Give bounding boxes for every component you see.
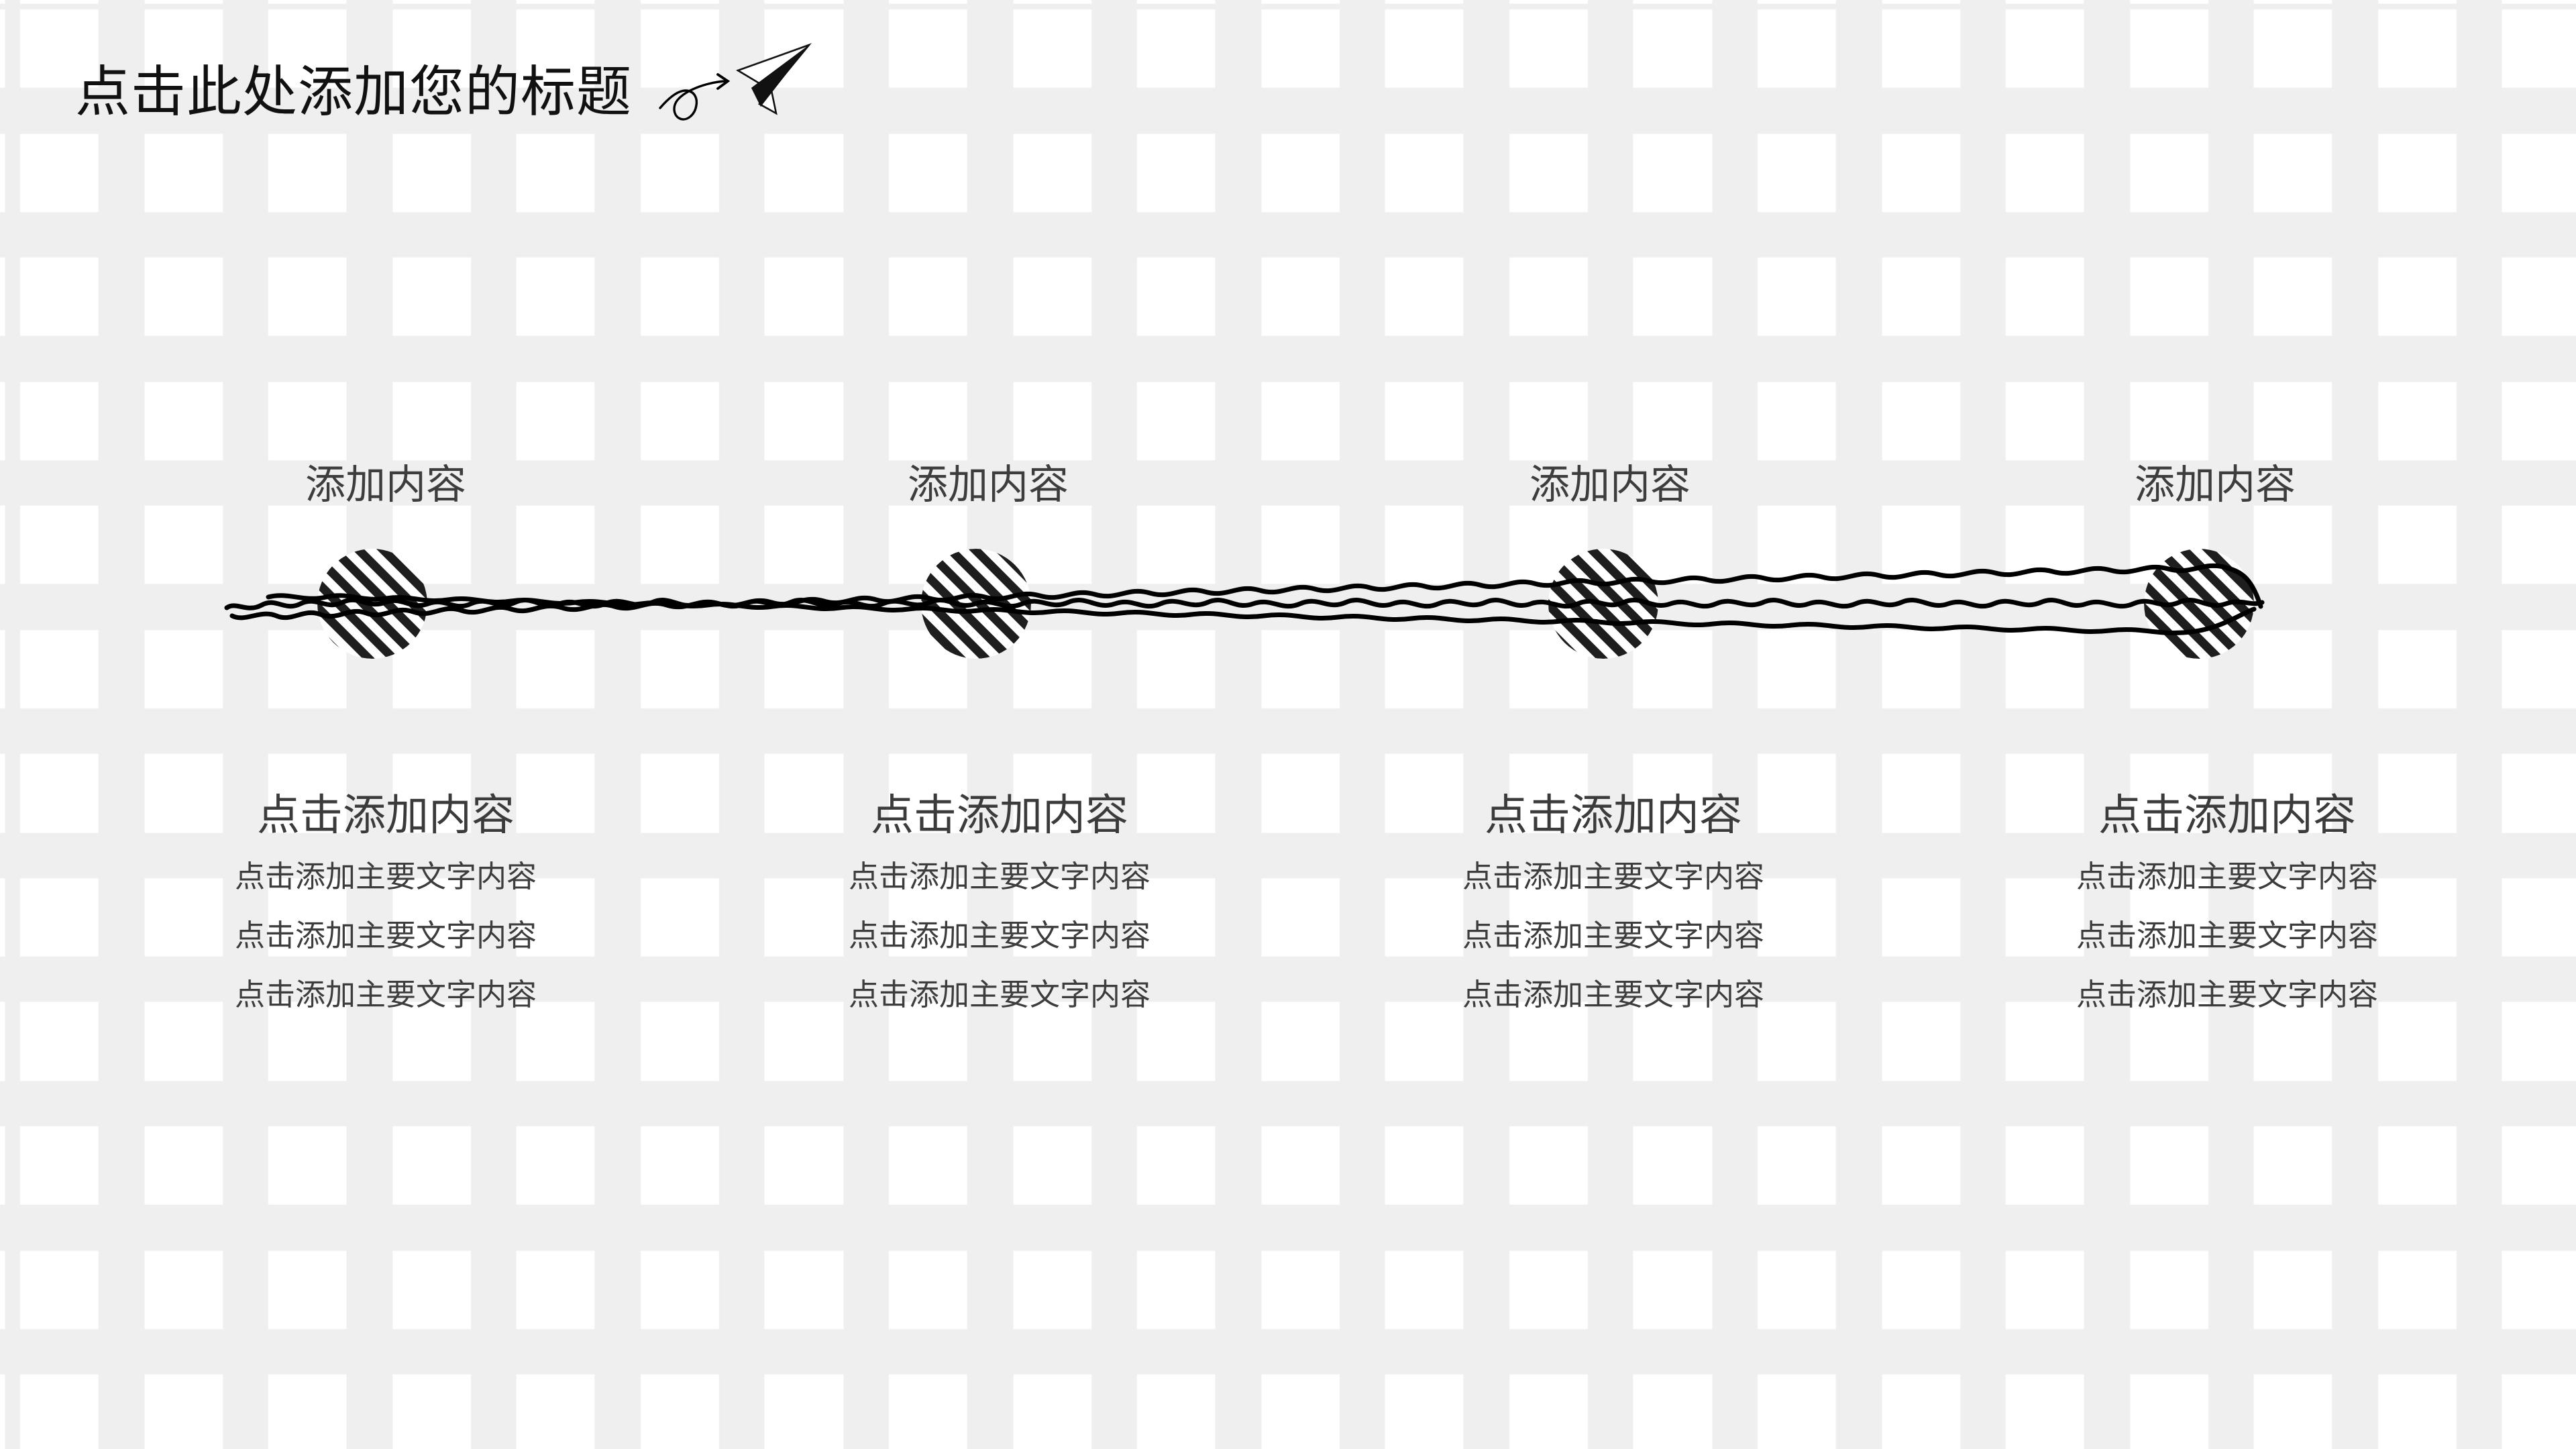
column-body-line[interactable]: 点击添加主要文字内容 [848, 977, 1150, 1012]
column-heading[interactable]: 点击添加内容 [1485, 791, 1742, 839]
column-body-line[interactable]: 点击添加主要文字内容 [234, 977, 537, 1012]
plane-body-icon [735, 43, 812, 115]
node-label[interactable]: 添加内容 [1529, 462, 1690, 507]
column-body-line[interactable]: 点击添加主要文字内容 [1462, 859, 1764, 894]
title-row: 点击此处添加您的标题 [75, 43, 813, 133]
column-heading[interactable]: 点击添加内容 [871, 791, 1128, 839]
column-body-line[interactable]: 点击添加主要文字内容 [2076, 918, 2378, 953]
column-body-line[interactable]: 点击添加主要文字内容 [2076, 859, 2378, 894]
column-body-line[interactable]: 点击添加主要文字内容 [1462, 977, 1764, 1012]
node-label[interactable]: 添加内容 [2135, 462, 2296, 507]
node-label[interactable]: 添加内容 [305, 462, 466, 507]
page-title[interactable]: 点击此处添加您的标题 [75, 62, 633, 123]
curved-arrow-icon [659, 73, 731, 121]
node-label[interactable]: 添加内容 [908, 462, 1069, 507]
content-column-4: 点击添加内容 点击添加主要文字内容 点击添加主要文字内容 点击添加主要文字内容 [1919, 792, 2536, 1010]
column-body-line[interactable]: 点击添加主要文字内容 [1462, 918, 1764, 953]
column-body-line[interactable]: 点击添加主要文字内容 [848, 859, 1150, 894]
column-body-line[interactable]: 点击添加主要文字内容 [2076, 977, 2378, 1012]
column-body-line[interactable]: 点击添加主要文字内容 [234, 918, 537, 953]
content-column-2: 点击添加内容 点击添加主要文字内容 点击添加主要文字内容 点击添加主要文字内容 [691, 792, 1308, 1010]
column-body-line[interactable]: 点击添加主要文字内容 [234, 859, 537, 894]
content-column-1: 点击添加内容 点击添加主要文字内容 点击添加主要文字内容 点击添加主要文字内容 [77, 792, 694, 1010]
column-body-line[interactable]: 点击添加主要文字内容 [848, 918, 1150, 953]
column-heading[interactable]: 点击添加内容 [2098, 791, 2356, 839]
content-column-3: 点击添加内容 点击添加主要文字内容 点击添加主要文字内容 点击添加主要文字内容 [1305, 792, 1922, 1010]
column-heading[interactable]: 点击添加内容 [257, 791, 515, 839]
paper-plane-icon [659, 43, 812, 121]
